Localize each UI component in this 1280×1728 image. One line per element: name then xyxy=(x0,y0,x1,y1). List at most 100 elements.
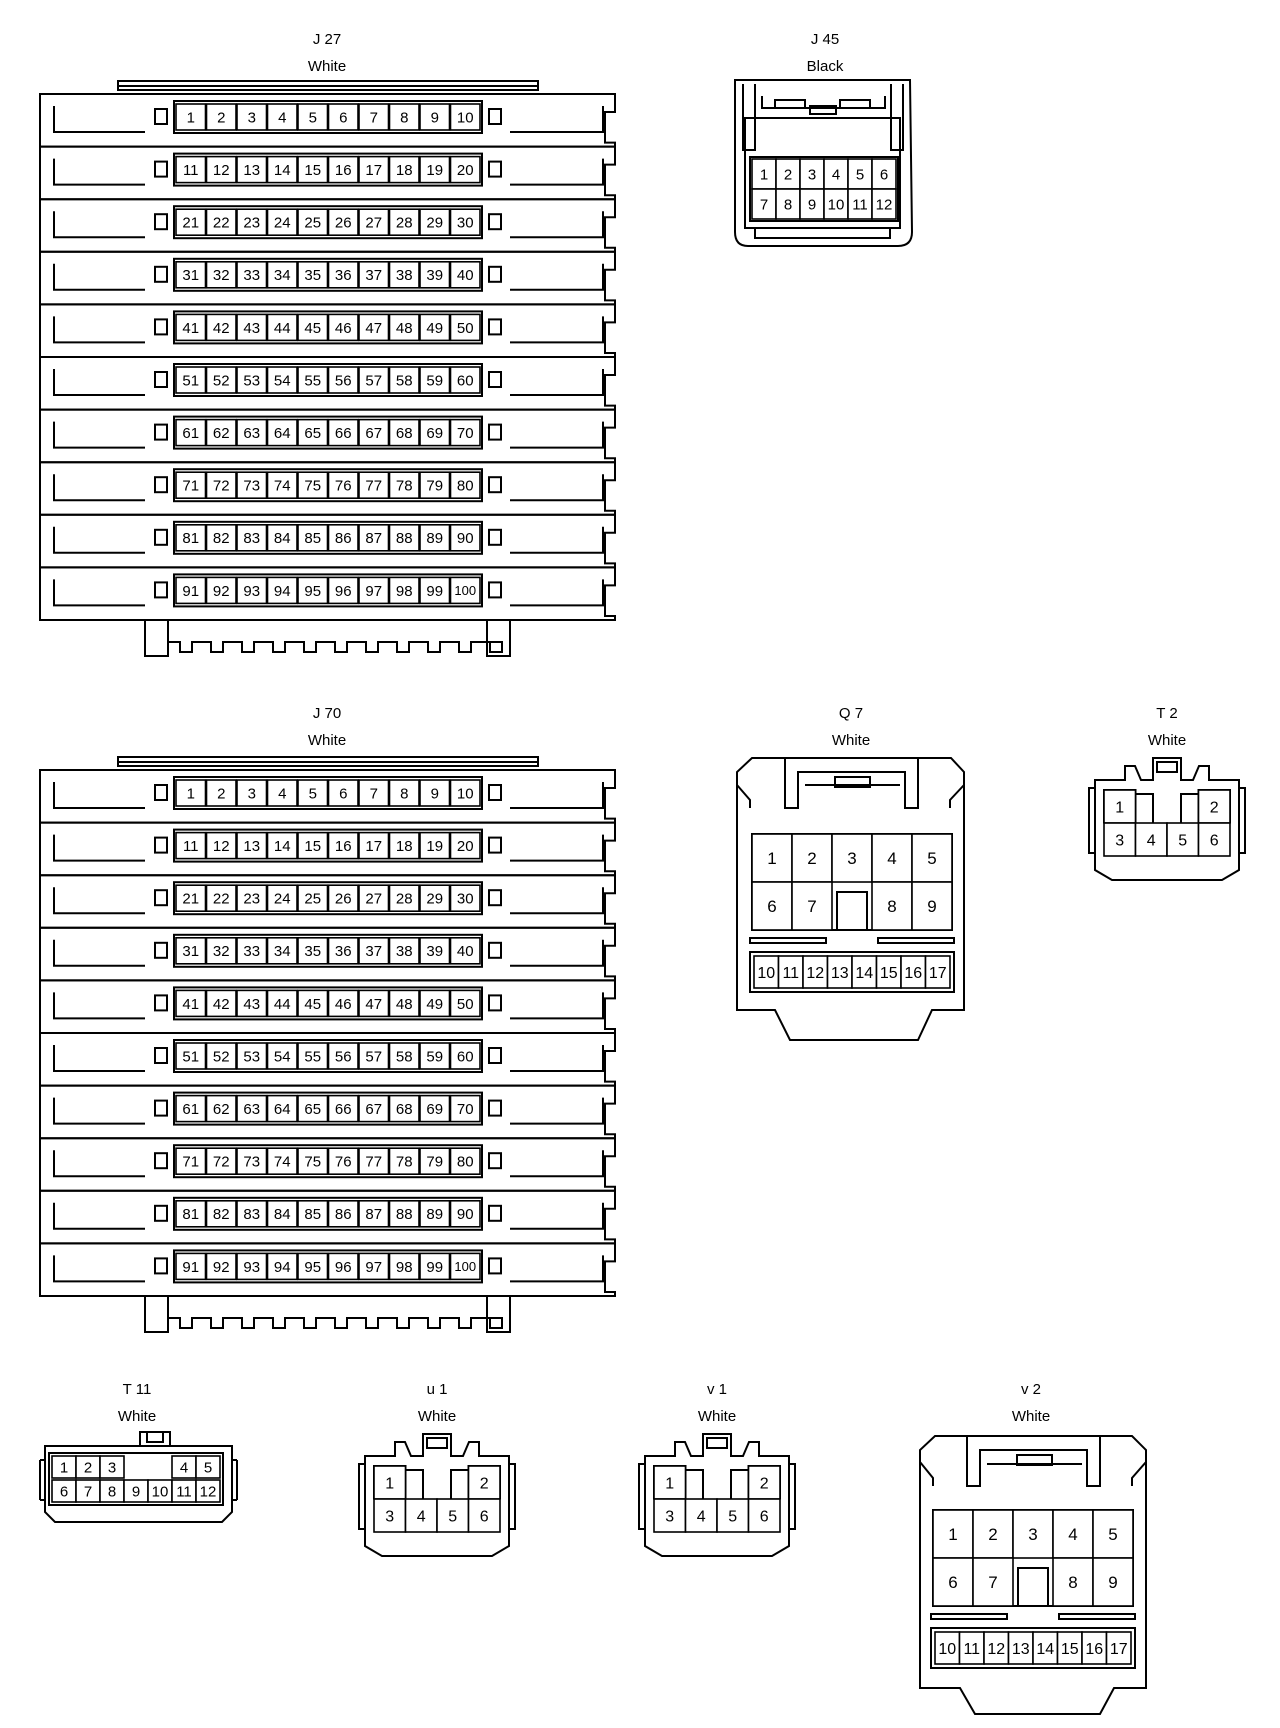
pin-66: 66 xyxy=(327,1094,359,1123)
pin-label: 65 xyxy=(304,425,321,442)
pin-98: 98 xyxy=(388,576,420,605)
pin-15: 15 xyxy=(297,831,329,860)
pin-label: 11 xyxy=(176,1483,192,1500)
pin-label: 58 xyxy=(396,372,413,389)
pin-label: 20 xyxy=(457,838,474,855)
pin-label: 54 xyxy=(274,372,291,389)
pin-57: 57 xyxy=(358,366,390,394)
pin-8: 8 xyxy=(99,1479,125,1503)
pin-label: 89 xyxy=(426,1206,443,1223)
pin-label: 40 xyxy=(457,267,474,284)
pin-label: 27 xyxy=(365,891,382,908)
pin-label: 20 xyxy=(457,162,474,179)
pin-92: 92 xyxy=(205,1252,237,1281)
pin-49: 49 xyxy=(419,313,451,342)
pin-label: 5 xyxy=(448,1508,457,1525)
pin-84: 84 xyxy=(266,1200,298,1228)
pin-label: 91 xyxy=(182,1259,199,1276)
pin-40: 40 xyxy=(449,260,481,289)
pin-label: 82 xyxy=(213,1206,230,1223)
pin-label: 59 xyxy=(426,372,443,389)
pin-1: 1 xyxy=(373,1465,407,1500)
pin-label: 80 xyxy=(457,1154,474,1171)
pin-label: 86 xyxy=(335,1206,352,1223)
pin-5: 5 xyxy=(297,779,329,807)
pin-label: 1 xyxy=(187,109,195,126)
pin-label: 15 xyxy=(1061,1641,1079,1658)
pin-label: 1 xyxy=(1115,799,1124,816)
pin-12: 12 xyxy=(802,955,829,989)
pin-label: 24 xyxy=(274,215,291,232)
pin-99: 99 xyxy=(419,1252,451,1281)
pin-label: 16 xyxy=(1085,1641,1103,1658)
pin-48: 48 xyxy=(388,989,420,1018)
pin-28: 28 xyxy=(388,208,420,236)
pin-16: 16 xyxy=(327,155,359,184)
pin-1: 1 xyxy=(751,158,777,190)
pin-97: 97 xyxy=(358,576,390,605)
pin-label: 93 xyxy=(243,1259,260,1276)
pin-42: 42 xyxy=(205,313,237,342)
pin-label: 71 xyxy=(182,1154,199,1171)
pin-label: 24 xyxy=(274,891,291,908)
pin-label: 51 xyxy=(182,1048,199,1065)
pin-67: 67 xyxy=(358,1094,390,1123)
pin-label: 5 xyxy=(927,849,936,868)
pin-label: 8 xyxy=(784,196,792,213)
pin-100: 100 xyxy=(449,1252,481,1281)
pin-63: 63 xyxy=(236,418,268,447)
pin-83: 83 xyxy=(236,1200,268,1228)
pin-label: 1 xyxy=(665,1475,674,1492)
pin-4: 4 xyxy=(266,779,298,807)
pin-label: 3 xyxy=(248,109,256,126)
pin-label: 3 xyxy=(808,166,816,183)
pin-12: 12 xyxy=(205,831,237,860)
pin-4: 4 xyxy=(266,103,298,131)
pin-1: 1 xyxy=(653,1465,687,1500)
pin-label: 70 xyxy=(457,425,474,442)
pin-93: 93 xyxy=(236,576,268,605)
pin-label: 53 xyxy=(243,1048,260,1065)
pin-89: 89 xyxy=(419,523,451,552)
pin-label: 78 xyxy=(396,478,413,495)
pin-42: 42 xyxy=(205,989,237,1018)
pin-label: 10 xyxy=(757,965,775,982)
pin-39: 39 xyxy=(419,260,451,289)
pin-label: 43 xyxy=(243,320,260,337)
pin-label: 5 xyxy=(856,166,864,183)
pin-70: 70 xyxy=(449,418,481,447)
pin-24: 24 xyxy=(266,884,298,913)
pin-27: 27 xyxy=(358,884,390,913)
pin-6: 6 xyxy=(932,1557,974,1607)
pin-5: 5 xyxy=(436,1498,470,1533)
pin-label: 4 xyxy=(832,166,840,183)
pin-32: 32 xyxy=(205,936,237,965)
pin-label: 50 xyxy=(457,996,474,1013)
j45-color: Black xyxy=(807,58,844,75)
pin-12: 12 xyxy=(871,188,897,220)
pin-label: 12 xyxy=(806,965,824,982)
pin-label: 80 xyxy=(457,478,474,495)
pin-label: 29 xyxy=(426,215,443,232)
pin-label: 100 xyxy=(454,583,476,598)
pin-44: 44 xyxy=(266,989,298,1018)
pin-label: 11 xyxy=(183,838,199,855)
pin-label: 22 xyxy=(213,891,230,908)
pin-94: 94 xyxy=(266,576,298,605)
pin-3: 3 xyxy=(1012,1509,1054,1559)
v1-name: v 1 xyxy=(707,1381,727,1398)
pin-4: 4 xyxy=(684,1498,718,1533)
pin-63: 63 xyxy=(236,1094,268,1123)
pin-68: 68 xyxy=(388,1094,420,1123)
pin-label: 12 xyxy=(213,838,230,855)
pin-label: 25 xyxy=(304,891,321,908)
v2-color: White xyxy=(1012,1408,1050,1425)
pin-label: 64 xyxy=(274,1101,291,1118)
